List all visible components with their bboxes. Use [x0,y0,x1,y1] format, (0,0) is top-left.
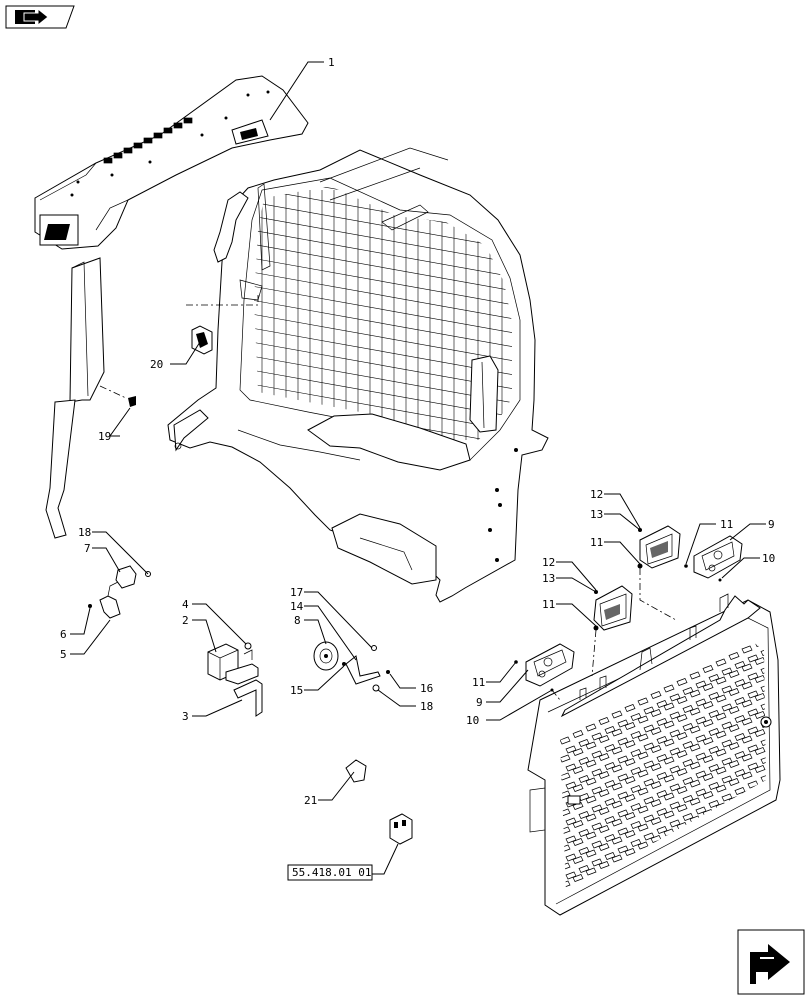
horn [313,641,339,671]
side-trim [45,257,136,539]
leader-lines [70,61,766,875]
callout-3: 3 [182,710,189,723]
callout-6: 6 [60,628,67,641]
callout-13a: 13 [590,508,603,521]
callout-10a: 10 [762,552,775,565]
callout-12b: 12 [542,556,555,569]
callout-12a: 12 [590,488,603,501]
callout-5: 5 [60,648,67,661]
callout-20: 20 [150,358,163,371]
roof-panel [34,75,309,250]
callout-7: 7 [84,542,91,555]
callout-11c: 11 [720,518,733,531]
clamp-bracket [88,565,151,619]
callout-15: 15 [290,684,303,697]
callout-1: 1 [328,56,335,69]
reference-box[interactable]: 55.418.01 01 [287,864,373,881]
relay-bracket [207,642,263,717]
callout-18b: 18 [420,700,433,713]
callout-14: 14 [290,600,304,613]
callout-13b: 13 [542,572,555,585]
assembly-lines [551,568,677,701]
callout-11d: 11 [472,676,485,689]
next-page-arrow-icon[interactable] [737,929,805,995]
callout-18a: 18 [78,526,91,539]
tail-light-upper [693,535,743,579]
callout-8: 8 [294,614,301,627]
work-light-lower [593,585,633,631]
callout-labels: 1 20 19 18 7 6 5 4 2 3 17 14 8 15 16 18 … [60,56,775,807]
callout-16: 16 [420,682,433,695]
cab-frame [167,147,549,603]
callout-9a: 9 [768,518,775,531]
callout-10b: 10 [466,714,479,727]
callout-4: 4 [182,598,189,611]
callout-11a: 11 [590,536,603,549]
callout-9b: 9 [476,696,483,709]
relay-connector [389,813,413,845]
reference-label: 55.418.01 01 [292,866,371,879]
callout-2: 2 [182,614,189,627]
callout-17: 17 [290,586,303,599]
tail-light-lower [525,643,575,687]
callout-19: 19 [98,430,111,443]
horn-bracket [342,645,390,692]
book-arrow-icon[interactable] [5,5,75,29]
work-light-upper [639,525,681,569]
rear-grille [527,593,781,916]
callout-21: 21 [304,794,317,807]
callout-11b: 11 [542,598,555,611]
